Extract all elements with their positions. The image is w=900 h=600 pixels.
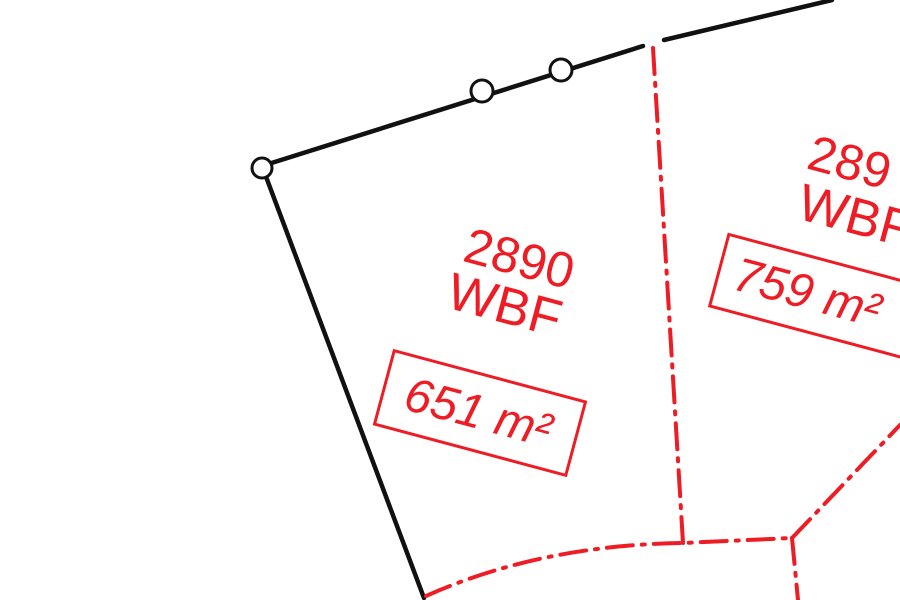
road-boundary-arc xyxy=(424,536,794,598)
parcel-area-box-2890: 651 m² xyxy=(372,348,588,478)
boundary-point xyxy=(469,78,495,104)
boundary-line-north xyxy=(259,43,646,169)
parcel-area-box-289: 759 m² xyxy=(707,232,900,360)
existing-boundaries xyxy=(259,0,835,600)
boundary-line-north-east xyxy=(661,0,835,43)
boundary-points xyxy=(250,57,574,180)
boundary-line-west xyxy=(259,163,427,600)
boundary-point xyxy=(250,156,274,180)
parcel-area-289: 759 m² xyxy=(728,248,888,338)
road-boundary-line xyxy=(790,423,900,540)
road-boundary-line xyxy=(790,536,800,600)
boundary-point xyxy=(548,57,574,83)
area-frame xyxy=(372,348,588,478)
parcel-area-2890: 651 m² xyxy=(399,368,559,458)
proposed-boundaries xyxy=(424,46,900,600)
parcel-divider xyxy=(651,46,685,545)
area-frame xyxy=(707,232,900,360)
